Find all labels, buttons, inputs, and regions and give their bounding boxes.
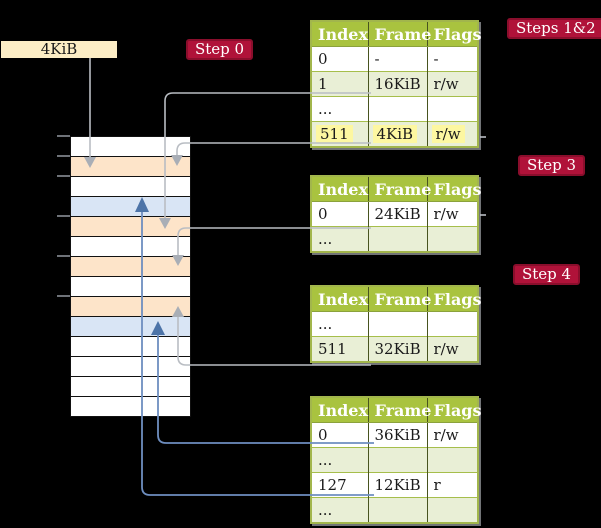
cell-index: ... xyxy=(311,96,369,122)
page-table-4: Index Frame Flags 0 36KiB r/w ... 127 12… xyxy=(310,396,482,524)
cell-frame: 16KiB xyxy=(368,71,428,97)
col-header-index: Index xyxy=(311,176,369,202)
memory-row-white xyxy=(71,177,190,197)
table-header-row: Index Frame Flags xyxy=(311,176,482,202)
col-header-frame: Frame xyxy=(368,397,431,423)
cell-frame: 4KiB xyxy=(368,121,428,147)
table-row: 0 36KiB r/w xyxy=(311,422,478,448)
root-table-address-box: 4KiB xyxy=(1,41,117,58)
table-row: 0 - - xyxy=(311,46,478,72)
col-header-frame: Frame xyxy=(368,286,431,312)
highlight: r/w xyxy=(431,125,465,143)
col-header-flags: Flags xyxy=(427,176,482,202)
highlight: 511 xyxy=(316,125,353,143)
cell-frame xyxy=(368,96,428,122)
cell-flags: r/w xyxy=(427,422,478,448)
memory-tick-marks xyxy=(57,135,70,297)
memory-row-white xyxy=(71,277,190,297)
table-row-highlighted: 511 4KiB r/w xyxy=(311,121,478,147)
memory-row-white xyxy=(71,337,190,357)
cell-index: 0 xyxy=(311,201,369,227)
cell-index: 0 xyxy=(311,46,369,72)
cell-frame: 36KiB xyxy=(368,422,428,448)
step3-label: Step 3 xyxy=(518,155,586,176)
step4-label: Step 4 xyxy=(513,264,581,285)
memory-row-orange xyxy=(71,297,190,317)
col-header-index: Index xyxy=(311,21,369,47)
col-header-frame: Frame xyxy=(368,176,431,202)
table-row: ... xyxy=(311,447,478,473)
cell-frame xyxy=(368,311,428,337)
page-table-1: Index Frame Flags 0 - - 1 16KiB r/w ... … xyxy=(310,20,482,148)
memory-row-orange xyxy=(71,217,190,237)
table-row: 1 16KiB r/w xyxy=(311,71,478,97)
cell-index: 0 xyxy=(311,422,369,448)
col-header-index: Index xyxy=(311,286,369,312)
step0-label: Step 0 xyxy=(186,39,254,60)
table-row: 0 24KiB r/w xyxy=(311,201,478,227)
cell-flags xyxy=(427,311,478,337)
cell-frame: - xyxy=(368,46,428,72)
cell-index: 511 xyxy=(311,121,369,147)
cell-flags: r/w xyxy=(427,71,478,97)
table-row: ... xyxy=(311,311,478,337)
memory-row-orange xyxy=(71,257,190,277)
memory-column xyxy=(70,136,191,417)
cell-index: ... xyxy=(311,497,369,523)
cell-frame: 32KiB xyxy=(368,336,428,362)
steps12-label: Steps 1&2 xyxy=(507,18,601,39)
cell-index: ... xyxy=(311,226,369,252)
cell-index: 127 xyxy=(311,472,369,498)
col-header-flags: Flags xyxy=(427,286,482,312)
cell-flags xyxy=(427,447,478,473)
page-table-3: Index Frame Flags ... 511 32KiB r/w xyxy=(310,285,482,363)
cell-flags: r/w xyxy=(427,121,478,147)
memory-row-white xyxy=(71,357,190,377)
cell-flags: r/w xyxy=(427,336,478,362)
table-row: ... xyxy=(311,226,478,252)
cell-flags: - xyxy=(427,46,478,72)
page-table-2: Index Frame Flags 0 24KiB r/w ... xyxy=(310,175,482,253)
table-header-row: Index Frame Flags xyxy=(311,397,482,423)
cell-flags: r xyxy=(427,472,478,498)
memory-row-white xyxy=(71,137,190,157)
cell-index: 1 xyxy=(311,71,369,97)
cell-frame xyxy=(368,447,428,473)
table-row: ... xyxy=(311,497,478,523)
table-header-row: Index Frame Flags xyxy=(311,286,482,312)
cell-flags xyxy=(427,226,478,252)
table-row: ... xyxy=(311,96,478,122)
cell-flags xyxy=(427,497,478,523)
memory-row-orange xyxy=(71,157,190,177)
cell-frame: 24KiB xyxy=(368,201,428,227)
cell-index: ... xyxy=(311,311,369,337)
memory-row-white xyxy=(71,397,190,416)
memory-row-white xyxy=(71,377,190,397)
col-header-frame: Frame xyxy=(368,21,431,47)
memory-row-blue xyxy=(71,317,190,337)
col-header-index: Index xyxy=(311,397,369,423)
table-row: 127 12KiB r xyxy=(311,472,478,498)
cell-frame: 12KiB xyxy=(368,472,428,498)
cell-index: ... xyxy=(311,447,369,473)
col-header-flags: Flags xyxy=(427,397,482,423)
memory-row-white xyxy=(71,237,190,257)
col-header-flags: Flags xyxy=(427,21,482,47)
cell-flags: r/w xyxy=(427,201,478,227)
table-row: 511 32KiB r/w xyxy=(311,336,478,362)
memory-row-blue xyxy=(71,197,190,217)
cell-flags xyxy=(427,96,478,122)
cell-index: 511 xyxy=(311,336,369,362)
table-header-row: Index Frame Flags xyxy=(311,21,482,47)
cell-frame xyxy=(368,497,428,523)
cell-frame xyxy=(368,226,428,252)
highlight: 4KiB xyxy=(372,125,418,143)
